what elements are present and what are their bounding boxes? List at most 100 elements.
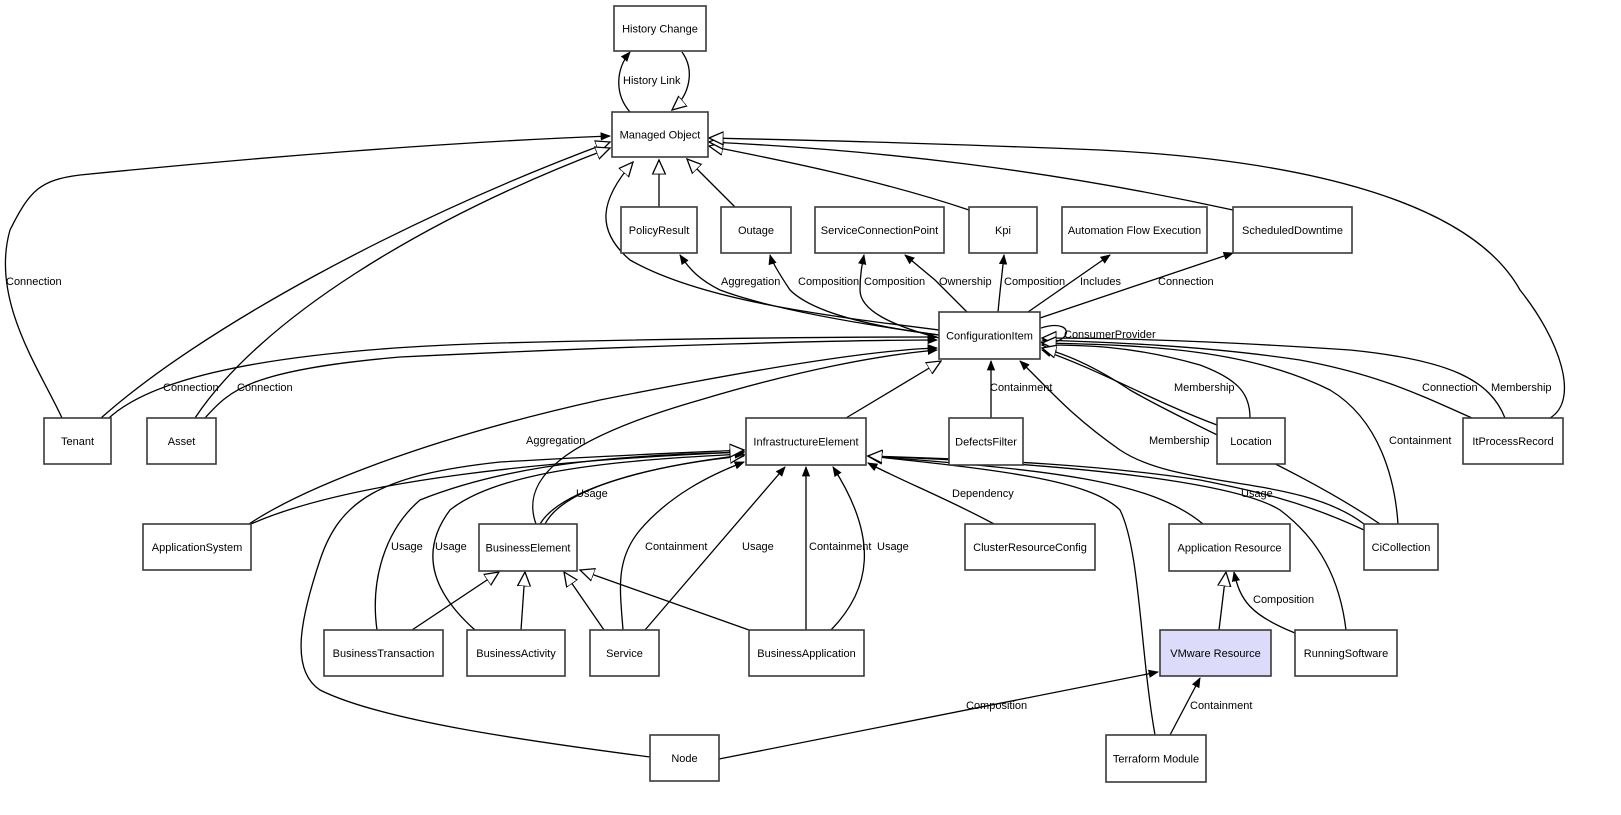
node-box[interactable]: [1462, 417, 1564, 465]
edge-label-consumerprovider: ConsumerProvider: [1064, 329, 1156, 341]
edge-label-connection: Connection: [237, 382, 293, 394]
node-business-transaction[interactable]: BusinessTransaction: [323, 629, 444, 677]
node-scheduled-downtime[interactable]: ScheduledDowntime: [1232, 206, 1353, 254]
node-box[interactable]: [620, 206, 698, 254]
edge-label-connection: Connection: [163, 382, 219, 394]
edge-line: [374, 448, 746, 631]
node-box[interactable]: [611, 111, 709, 158]
edge-tenant-connection-ci: [108, 332, 939, 419]
node-terraform-module[interactable]: Terraform Module: [1105, 734, 1207, 783]
edge-cicollection-inherits-ci: [1042, 348, 1381, 525]
edge-label-aggregation: Aggregation: [526, 435, 585, 447]
node-box[interactable]: [948, 417, 1024, 466]
edge-appsys-aggregation-ci: [248, 344, 939, 525]
node-policy-result[interactable]: PolicyResult: [620, 206, 698, 254]
node-label: ItProcessRecord: [1472, 436, 1553, 448]
edge-label-containment: Containment: [809, 541, 871, 553]
node-box[interactable]: [1294, 629, 1398, 677]
node-box[interactable]: [1363, 523, 1439, 571]
node-label: Automation Flow Execution: [1068, 225, 1201, 237]
node-configuration-item[interactable]: ConfigurationItem: [938, 311, 1041, 360]
node-business-activity[interactable]: BusinessActivity: [466, 629, 566, 677]
node-box[interactable]: [1168, 523, 1291, 572]
edge-line: [1169, 677, 1201, 736]
node-service[interactable]: Service: [589, 629, 660, 677]
edge-label-composition: Composition: [1004, 276, 1065, 288]
node-running-software[interactable]: RunningSoftware: [1294, 629, 1398, 677]
node-box[interactable]: [968, 206, 1038, 254]
edge-line: [619, 461, 745, 631]
node-managed-object[interactable]: Managed Object: [611, 111, 709, 158]
node-box[interactable]: [589, 629, 660, 677]
edge-ci-connection-sd: [1039, 252, 1234, 319]
edge-label-usage: Usage: [435, 541, 467, 553]
edge-line: [100, 142, 610, 419]
edge-line: [1019, 360, 1365, 525]
node-box[interactable]: [814, 206, 945, 254]
node-label: BusinessElement: [486, 542, 571, 554]
edge-line: [248, 344, 939, 525]
edge-businesselement-usage-infra: [539, 452, 746, 525]
node-ci-collection[interactable]: CiCollection: [1363, 523, 1439, 571]
node-box[interactable]: [748, 629, 865, 677]
node-box[interactable]: [649, 734, 720, 782]
node-automation-flow-execution[interactable]: Automation Flow Execution: [1061, 206, 1208, 254]
edge-line: [521, 572, 525, 631]
node-box[interactable]: [1232, 206, 1353, 254]
node-application-resource[interactable]: Application Resource: [1168, 523, 1291, 572]
edge-label-history-link: History Link: [623, 75, 681, 87]
node-business-application[interactable]: BusinessApplication: [748, 629, 865, 677]
node-kpi[interactable]: Kpi: [968, 206, 1038, 254]
node-box[interactable]: [1159, 629, 1272, 677]
node-box[interactable]: [938, 311, 1041, 360]
node-box[interactable]: [1105, 734, 1207, 783]
edge-terraform-containment-vmware: [1169, 677, 1201, 736]
node-it-process-record[interactable]: ItProcessRecord: [1462, 417, 1564, 465]
node-box[interactable]: [323, 629, 444, 677]
edge-label-composition: Composition: [1253, 594, 1314, 606]
node-box[interactable]: [146, 417, 217, 465]
edge-runningsoftware-inherits-infra: [868, 456, 1347, 631]
node-application-system[interactable]: ApplicationSystem: [142, 523, 252, 571]
edge-bapp-inherits-be: [580, 570, 750, 631]
edge-label-containment: Containment: [1389, 435, 1451, 447]
node-box[interactable]: [745, 417, 867, 466]
node-tenant[interactable]: Tenant: [43, 417, 112, 465]
node-cluster-resource-config[interactable]: ClusterResourceConfig: [964, 523, 1096, 571]
edge-outage-inherits: [687, 159, 736, 208]
edge-service-inherits-be: [564, 572, 605, 631]
edge-bapp-usage-infra: [830, 466, 865, 631]
node-box[interactable]: [43, 417, 112, 465]
node-box[interactable]: [1061, 206, 1208, 254]
node-box[interactable]: [613, 5, 707, 52]
edge-line: [194, 148, 610, 419]
edge-label-usage: Usage: [1241, 488, 1273, 500]
node-service-connection-point[interactable]: ServiceConnectionPoint: [814, 206, 945, 254]
node-node[interactable]: Node: [649, 734, 720, 782]
node-box[interactable]: [1216, 417, 1286, 465]
node-label: History Change: [622, 23, 698, 35]
edge-line: [580, 570, 750, 631]
node-label: Node: [671, 753, 697, 765]
node-label: Application Resource: [1178, 542, 1282, 554]
edge-ci-composition-outage: [768, 254, 940, 336]
node-infrastructure-element[interactable]: InfrastructureElement: [745, 417, 867, 466]
node-history-change[interactable]: History Change: [613, 5, 707, 52]
edge-label-composition: Composition: [864, 276, 925, 288]
node-outage[interactable]: Outage: [720, 206, 792, 254]
node-location[interactable]: Location: [1216, 417, 1286, 465]
node-asset[interactable]: Asset: [146, 417, 217, 465]
node-box[interactable]: [142, 523, 252, 571]
edge-terraform-inherits-infra: [868, 456, 1156, 736]
edge-location-inherits-ci: [1042, 345, 1251, 419]
node-box[interactable]: [466, 629, 566, 677]
node-box[interactable]: [478, 523, 578, 572]
node-business-element[interactable]: BusinessElement: [478, 523, 578, 572]
edge-crc-dependency-infra: [867, 462, 995, 525]
node-box[interactable]: [720, 206, 792, 254]
edge-appres-inherits-infra: [868, 456, 1204, 525]
node-defects-filter[interactable]: DefectsFilter: [948, 417, 1024, 466]
node-box[interactable]: [964, 523, 1096, 571]
node-label: ScheduledDowntime: [1242, 225, 1343, 237]
node-vmware-resource[interactable]: VMware Resource: [1159, 629, 1272, 677]
